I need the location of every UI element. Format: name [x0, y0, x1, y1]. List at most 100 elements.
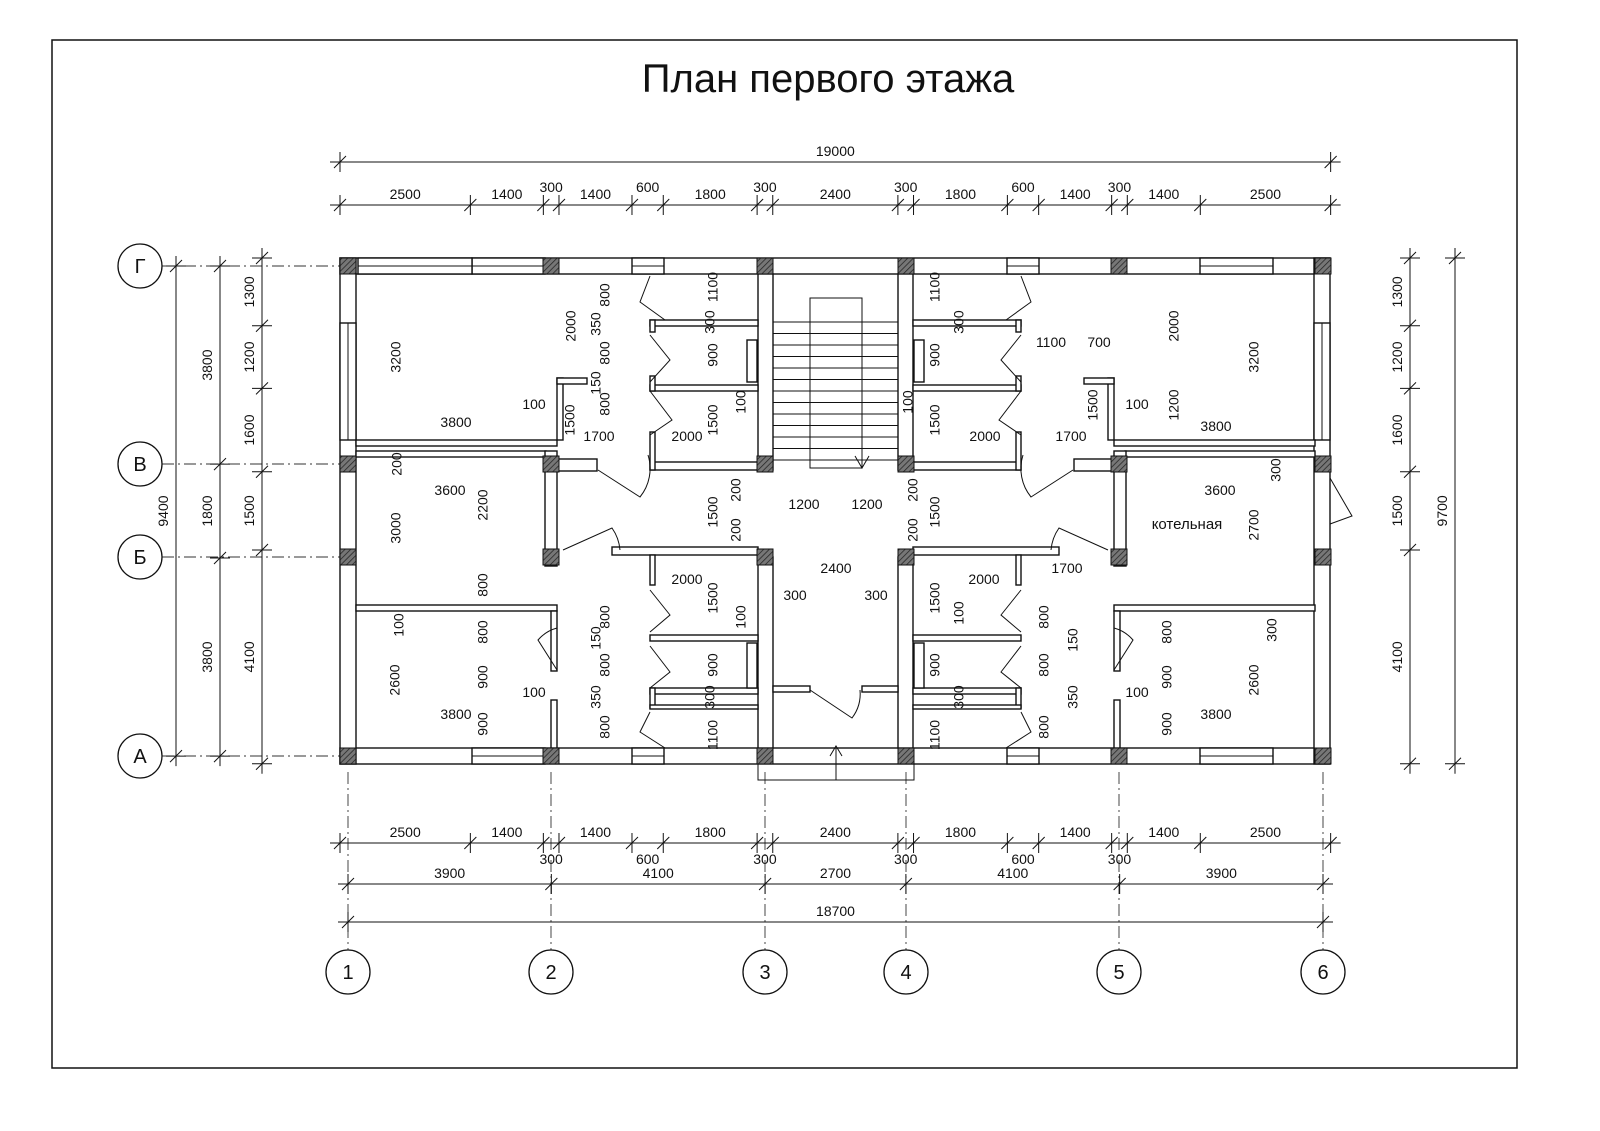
- door-swing: [649, 390, 673, 436]
- column: [1314, 747, 1332, 765]
- axis-label: 5: [1113, 962, 1124, 984]
- dimension-tick: [907, 836, 920, 850]
- interior-wall: [556, 377, 588, 385]
- axis-bubble: [117, 441, 163, 487]
- dimension-label: 4100: [241, 641, 257, 672]
- dimension-tick: [1403, 251, 1417, 265]
- dimension-tick: [213, 749, 227, 763]
- dimension-tick: [1316, 877, 1330, 891]
- interior-wall: [649, 319, 656, 333]
- dimension-label: 3800: [199, 641, 215, 672]
- dimension-label: 1400: [580, 824, 611, 840]
- interior-wall: [912, 461, 1022, 471]
- axis-bubble: [1300, 949, 1346, 995]
- column: [897, 257, 915, 275]
- dimension-tick: [750, 836, 764, 850]
- interior-dimension-label: 3200: [388, 341, 404, 372]
- interior-dimension-label: 800: [1159, 620, 1175, 644]
- interior-wall: [913, 642, 925, 689]
- dimension-tick: [1324, 155, 1337, 169]
- interior-dimension-label: 1100: [927, 720, 943, 750]
- interior-dimension-label: 1500: [927, 582, 943, 613]
- dimension-label: 1800: [945, 186, 976, 202]
- interior-dimension-label: 200: [728, 518, 744, 542]
- dimension-tick: [766, 198, 780, 212]
- interior-wall: [649, 461, 759, 471]
- dimension-label: 300: [894, 179, 918, 195]
- axis-bubble: [1096, 949, 1142, 995]
- interior-dimension-label: 300: [783, 587, 807, 603]
- interior-dimension-label: 150: [1065, 628, 1081, 652]
- interior-dimension-label: 2000: [671, 571, 702, 587]
- door-swing: [1005, 711, 1032, 749]
- column: [1314, 455, 1332, 473]
- walls-right-half: [897, 273, 1316, 749]
- interior-dimension-label: 800: [597, 715, 613, 739]
- interior-dimension-label: 2600: [387, 664, 403, 695]
- dimension-tick: [255, 319, 269, 333]
- dimension-label: 2500: [1250, 186, 1281, 202]
- interior-dimension-label: 150: [588, 626, 604, 650]
- interior-wall: [550, 699, 558, 749]
- dimension-tick: [1032, 836, 1046, 850]
- dimension-tick: [552, 836, 566, 850]
- interior-dimension-label: 100: [733, 390, 749, 414]
- dimension-label: 300: [539, 179, 563, 195]
- dimension-label: 1800: [695, 824, 726, 840]
- dimension-tick: [213, 457, 227, 471]
- dimension-label: 2700: [820, 865, 851, 881]
- column: [897, 455, 915, 473]
- dimension-tick: [891, 836, 905, 850]
- interior-dimension-label: 2600: [1246, 664, 1262, 695]
- dimension-tick: [333, 198, 347, 212]
- boiler-door-swing: [1329, 477, 1353, 525]
- dimension-tick: [536, 836, 550, 850]
- interior-wall: [1015, 319, 1022, 333]
- dimension-tick: [1316, 915, 1330, 929]
- interior-wall: [1113, 610, 1121, 672]
- dimension-label: 1400: [1148, 824, 1179, 840]
- dimension-tick: [656, 836, 670, 850]
- interior-dimension-label: 100: [951, 601, 967, 625]
- interior-wall: [649, 384, 759, 392]
- dimension-label: 600: [1011, 179, 1035, 195]
- dimension-label: 2400: [820, 824, 851, 840]
- interior-dimension-label: 100: [522, 396, 546, 412]
- interior-dimension-label: 1500: [705, 496, 721, 527]
- door-swing: [1113, 627, 1134, 671]
- dimension-label: 600: [1011, 851, 1035, 867]
- dimension-tick: [1193, 198, 1207, 212]
- interior-dimension-label: 200: [905, 518, 921, 542]
- door-swing: [1050, 527, 1109, 551]
- interior-dimension-label: 3800: [1200, 418, 1231, 434]
- dimension-tick: [1403, 319, 1417, 333]
- axis-label: А: [133, 746, 147, 768]
- interior-wall: [912, 634, 1022, 642]
- interior-dimension-label: 150: [588, 371, 604, 395]
- interior-dimension-label: 900: [475, 665, 491, 689]
- interior-dimension-label: 1100: [705, 720, 721, 750]
- interior-wall: [912, 546, 1060, 556]
- door-swing: [1000, 589, 1022, 633]
- interior-dimension-label: 1500: [1085, 389, 1101, 420]
- interior-wall: [1124, 450, 1316, 458]
- dimension-tick: [891, 198, 905, 212]
- interior-dimension-label: 3800: [1200, 706, 1231, 722]
- interior-wall: [550, 610, 558, 672]
- landing-wall: [861, 685, 899, 693]
- interior-wall: [649, 554, 656, 586]
- door-swing: [562, 527, 621, 551]
- interior-dimension-label: 300: [951, 310, 967, 334]
- dimension-tick: [341, 877, 355, 891]
- column: [897, 548, 915, 566]
- dimension-label: 9400: [155, 495, 171, 526]
- column: [542, 548, 560, 566]
- door-swing: [1020, 454, 1074, 498]
- dimension-label: 1300: [241, 276, 257, 307]
- door-swing: [537, 627, 558, 671]
- interior-dimension-label: 800: [597, 653, 613, 677]
- axis-bubble: [117, 243, 163, 289]
- interior-wall: [1113, 450, 1127, 567]
- interior-wall: [649, 431, 656, 471]
